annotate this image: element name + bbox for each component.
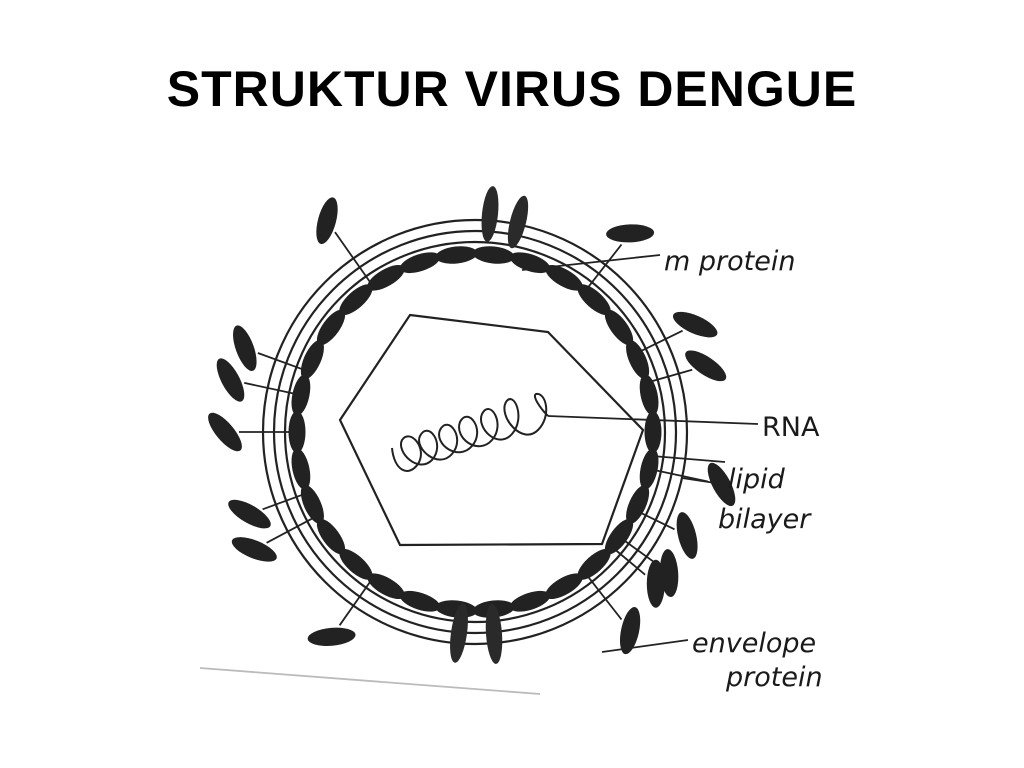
leader-line-lipid-bilayer-2 [681, 477, 723, 485]
membrane-protein [300, 484, 324, 524]
spike-stalk [613, 548, 646, 576]
spike-head [606, 224, 655, 243]
spike-stalk [266, 516, 315, 544]
membrane-protein [339, 284, 373, 316]
label-m-protein: m protein [664, 246, 795, 277]
membrane-protein [316, 518, 346, 555]
lipid-bilayer [261, 218, 689, 646]
leader-line-lipid-bilayer [651, 455, 726, 463]
membrane-protein [639, 374, 659, 416]
membrane-protein [288, 411, 306, 453]
membrane-protein [626, 484, 650, 524]
spike-head [481, 186, 499, 242]
membrane-protein [367, 573, 405, 600]
spike-stalk [652, 468, 708, 483]
lipid-bilayer-outer-ring [261, 218, 689, 646]
membrane-protein [509, 590, 551, 612]
spike-stalk [638, 329, 683, 354]
spike-head [676, 512, 698, 559]
membrane-protein [626, 340, 650, 380]
leader-line-envelope-protein [601, 639, 689, 653]
spike-stalk [586, 243, 623, 290]
membrane-protein [300, 340, 324, 380]
membrane-protein [604, 518, 634, 555]
slide-title: STRUKTUR VIRUS DENGUE [166, 61, 858, 117]
spike-stalk [586, 574, 623, 621]
double-spike-top [481, 186, 529, 249]
label-rna: RNA [762, 412, 820, 443]
membrane-protein [509, 252, 551, 274]
membrane-protein [435, 246, 478, 264]
spike-head [685, 350, 727, 382]
membrane-protein [339, 548, 373, 580]
spike-head [485, 604, 503, 664]
membrane-protein [472, 246, 515, 264]
spike-head [450, 603, 468, 663]
spike-head [316, 197, 338, 244]
membrane-protein [545, 264, 583, 291]
label-envelope-protein-line2: protein [725, 662, 823, 693]
spike-stalk [262, 493, 305, 511]
spike-stalk [638, 510, 675, 531]
spike-stalk [649, 368, 693, 383]
spike-head [231, 537, 277, 562]
membrane-protein [604, 309, 634, 346]
m-protein-ring [288, 246, 662, 618]
spike-head [619, 607, 641, 655]
membrane-protein [399, 590, 441, 612]
lipid-bilayer-middle-ring [272, 229, 678, 635]
spike-head [216, 358, 245, 402]
spike-stalk [621, 538, 659, 566]
spike-stalk [244, 382, 298, 396]
leader-lines [199, 254, 759, 695]
spike-head [208, 412, 242, 452]
label-lipid-bilayer-line2: bilayer [718, 504, 812, 535]
membrane-protein [399, 252, 441, 274]
spike-head [228, 499, 271, 529]
spike-head [672, 311, 718, 338]
label-envelope-protein-line1: envelope [692, 628, 816, 659]
leader-line-m-protein [521, 254, 661, 271]
spike-head [307, 627, 356, 647]
membrane-protein [639, 448, 659, 490]
membrane-protein [577, 284, 611, 316]
membrane-protein [577, 548, 611, 580]
spike-head [646, 559, 665, 608]
double-spike-bottom [450, 603, 503, 664]
membrane-protein [291, 374, 311, 416]
membrane-protein [367, 264, 405, 291]
envelope-protein-spikes [208, 197, 736, 655]
capsid-hexagon [338, 313, 645, 547]
membrane-protein [644, 411, 662, 453]
label-lipid-bilayer-line1: lipid [728, 464, 786, 495]
leader-line-rna [547, 415, 759, 425]
membrane-protein [316, 309, 346, 346]
spike-stalk [257, 352, 305, 371]
ground-line [199, 667, 541, 695]
rna-coil [391, 393, 549, 472]
spike-head [233, 325, 257, 371]
spike-stalk [338, 580, 372, 626]
spike-head [507, 195, 529, 249]
membrane-protein [545, 573, 583, 600]
spike-stalk [334, 231, 372, 284]
lipid-bilayer-inner-ring [283, 240, 667, 624]
membrane-protein [291, 448, 311, 490]
